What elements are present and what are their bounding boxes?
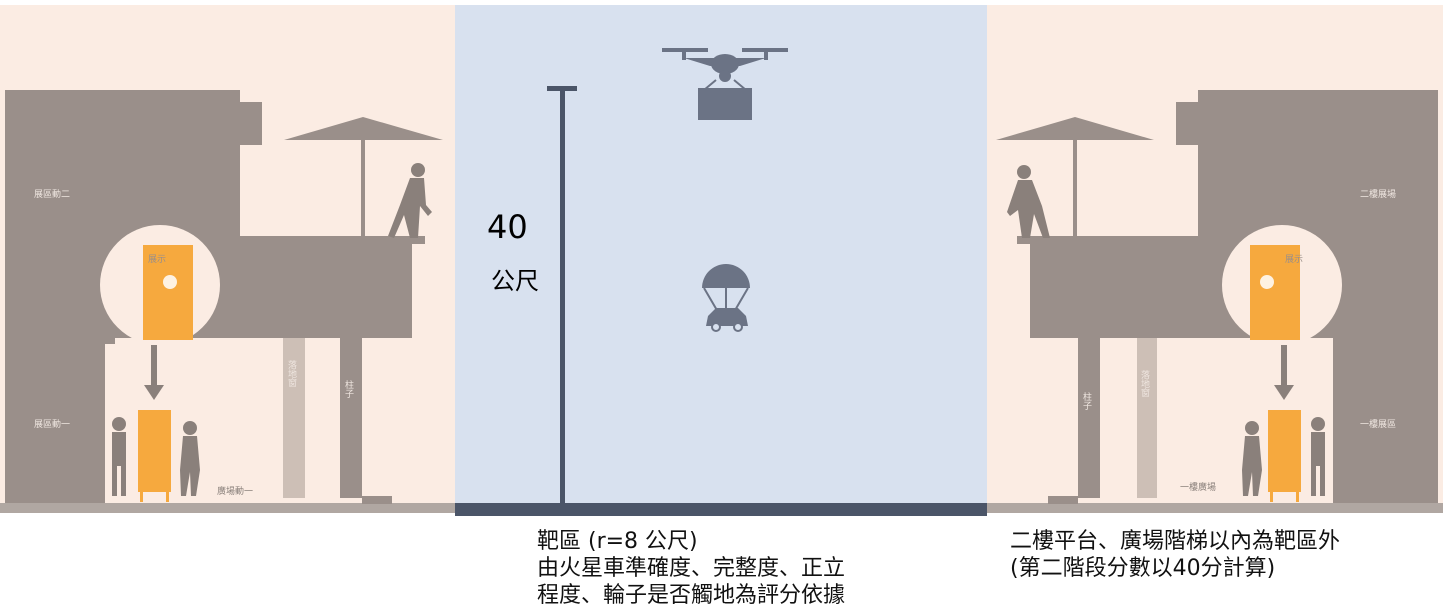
- left-label-window: 落地窗: [286, 359, 297, 388]
- target-ground: [455, 503, 987, 516]
- right-label-floor1: 一樓展區: [1360, 418, 1396, 430]
- right-label-floor2: 二樓展場: [1360, 188, 1396, 200]
- left-poster-label: 展示: [148, 254, 166, 265]
- left-label-floor1: 展區動一: [34, 419, 70, 430]
- target-caption: 靶區 (r=8 公尺) 由火星車準確度、完整度、正立 程度、輪子是否觸地為評分依…: [537, 529, 846, 608]
- left-building: 展示 展區動二 展區動一 廣場動一 落地窗 柱子: [5, 90, 443, 504]
- right-label-window: 落地窗: [1139, 369, 1150, 398]
- height-unit: 公尺: [491, 267, 539, 295]
- target-zone: [455, 5, 987, 513]
- height-pole: [547, 86, 577, 506]
- left-label-floor2: 展區動二: [34, 189, 70, 200]
- right-poster-label: 展示: [1285, 254, 1303, 265]
- height-value: 40: [487, 208, 528, 246]
- right-building: 展示 二樓展場 一樓展區 一樓廣場 柱子 落地窗: [996, 90, 1438, 504]
- left-label-ground: 廣場動一: [217, 485, 253, 497]
- outside-caption: 二樓平台、廣場階梯以內為靶區外 (第二階段分數以40分計算): [1010, 529, 1341, 581]
- right-label-pillar: 柱子: [1081, 391, 1092, 410]
- left-label-pillar: 柱子: [343, 379, 354, 398]
- right-label-ground: 一樓廣場: [1180, 481, 1216, 493]
- parachute-rover-icon: [702, 264, 750, 332]
- drone-icon: [662, 48, 788, 120]
